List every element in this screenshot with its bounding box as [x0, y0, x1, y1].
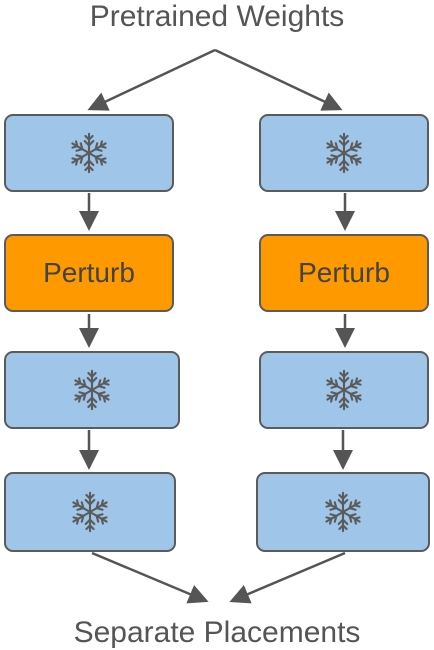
right-frozen-block-2 [259, 351, 429, 429]
connector-layer [79, 48, 355, 604]
left-frozen-block-1 [4, 114, 174, 192]
right-perturb-block: Perturb [259, 234, 429, 312]
left-frozen-block-3 [4, 472, 176, 552]
arrow-left-to-bottom [91, 551, 209, 604]
snowflake-icon [72, 491, 108, 533]
left-perturb-block: Perturb [4, 234, 174, 312]
snowflake-icon [71, 132, 107, 174]
arrow-title-to-left [87, 48, 216, 111]
right-frozen-block-1 [259, 114, 429, 192]
right-frozen-block-3 [256, 472, 430, 552]
snowflake-icon [326, 132, 362, 174]
snowflake-icon [325, 491, 361, 533]
perturb-label: Perturb [298, 257, 390, 288]
pretrained-weights-label: Pretrained Weights [89, 0, 345, 33]
snowflake-icon [74, 369, 110, 411]
arrow-right-to-bottom [229, 551, 346, 604]
perturb-label: Perturb [43, 257, 135, 288]
snowflake-icon [326, 369, 362, 411]
diagram: Pretrained Weights Perturb Perturb Separ… [4, 0, 430, 649]
separate-placements-label: Separate Placements [73, 616, 361, 649]
left-frozen-block-2 [4, 351, 180, 429]
arrow-title-to-right [214, 48, 343, 111]
